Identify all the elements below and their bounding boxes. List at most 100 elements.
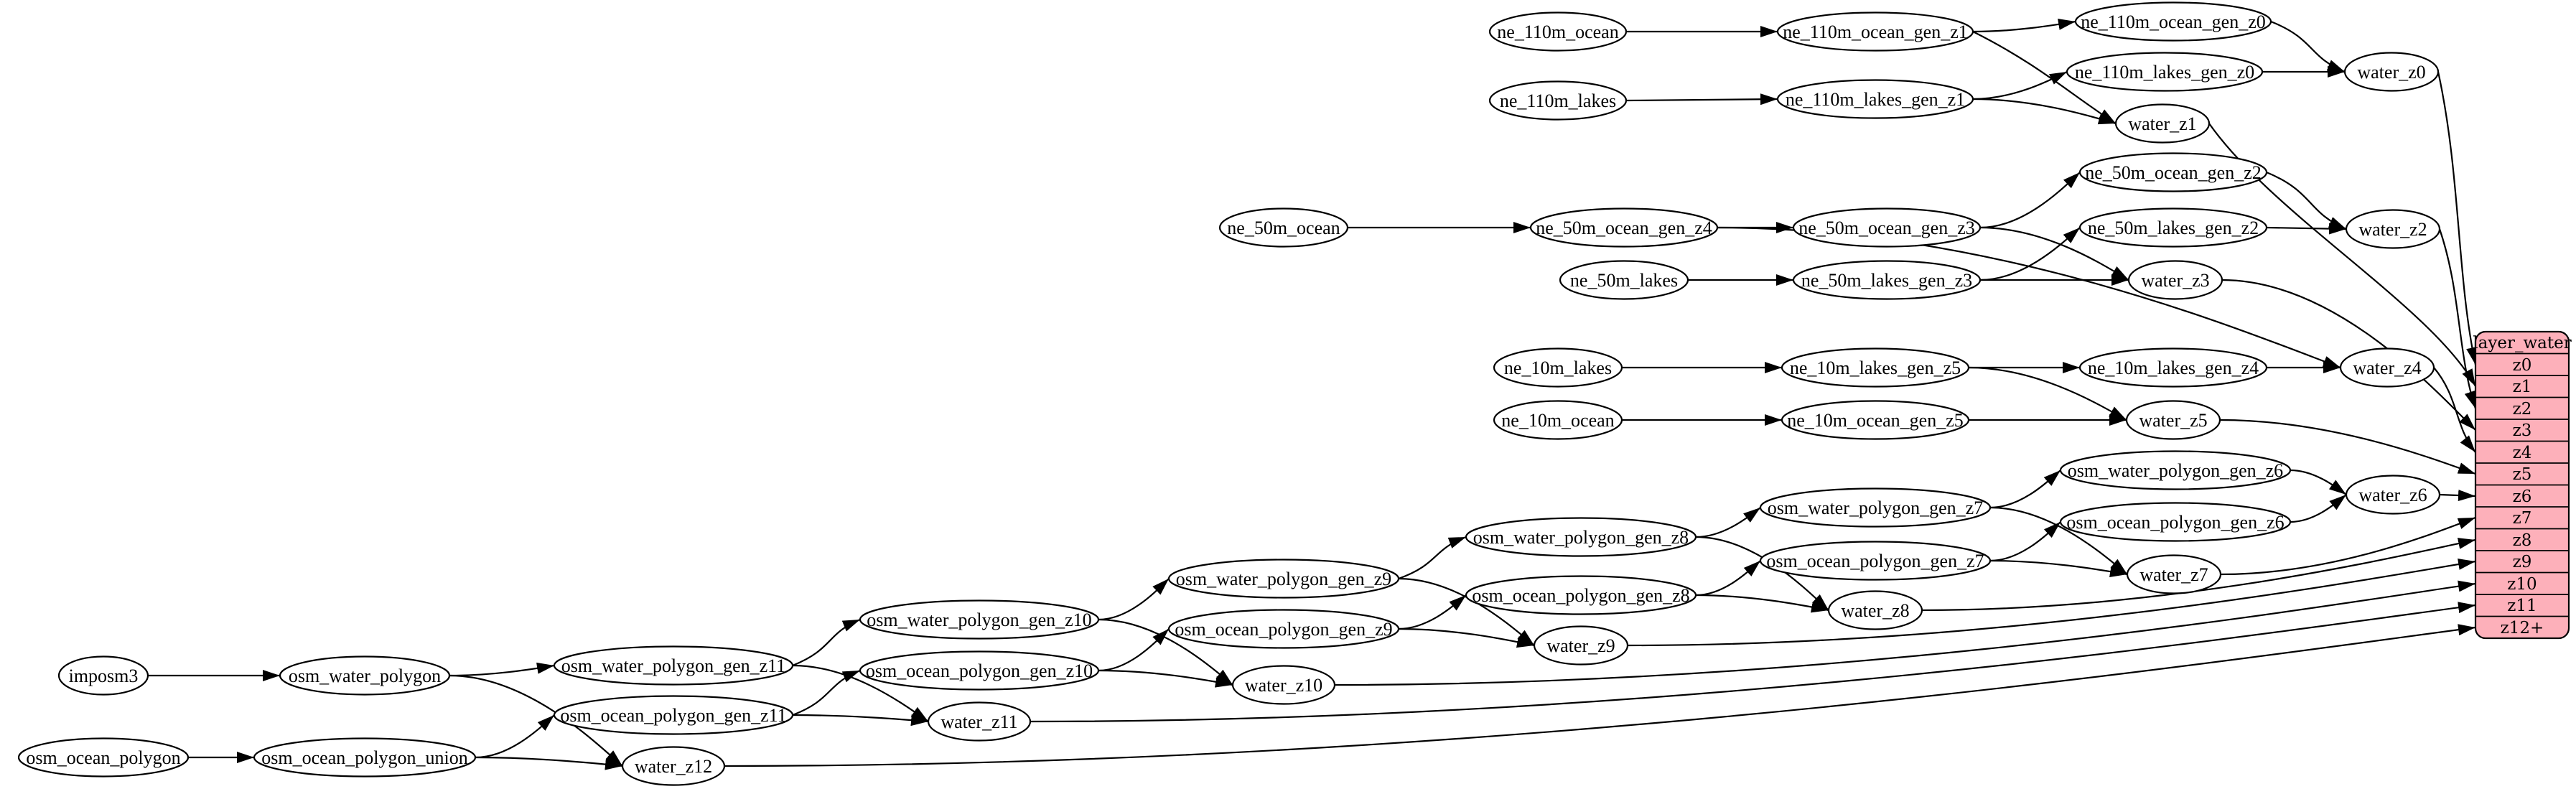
- node-ne_110m_ocean_gen_z0: ne_110m_ocean_gen_z0: [2074, 1, 2272, 42]
- edge-osm_ocean_polygon_gen_z7-to-osm_ocean_polygon_gen_z6: [1989, 521, 2061, 562]
- table-row-label: z1: [2513, 378, 2532, 396]
- node-label: water_z0: [2357, 62, 2425, 83]
- edge-ne_50m_lakes_gen_z2-to-water_z2: [2266, 223, 2347, 235]
- table-row-label: z4: [2513, 444, 2532, 462]
- edge-ne_50m_ocean_gen_z3-to-water_z3: [1979, 226, 2129, 281]
- node-label: ne_110m_ocean_gen_z1: [1783, 22, 1968, 42]
- node-ne_50m_ocean_gen_z3: ne_50m_ocean_gen_z3: [1792, 207, 1982, 248]
- node-label: water_z9: [1546, 635, 1615, 656]
- node-ne_50m_ocean: ne_50m_ocean: [1218, 207, 1349, 248]
- edge-osm_water_polygon_gen_z10-to-osm_water_polygon_gen_z9: [1098, 578, 1170, 621]
- node-label: osm_water_polygon_gen_z11: [561, 655, 785, 676]
- table-row-z12plus: z12+: [2501, 619, 2544, 638]
- node-water_z5: water_z5: [2125, 400, 2221, 440]
- edge-ne_110m_ocean_gen_z0-to-water_z0: [2270, 20, 2346, 73]
- table-row-z6: z6: [2513, 487, 2532, 506]
- edge-osm_ocean_polygon_gen_z6-to-water_z6: [2290, 494, 2347, 523]
- node-label: water_z11: [941, 711, 1017, 732]
- edge-ne_50m_lakes_gen_z3-to-ne_50m_lakes_gen_z2: [1979, 227, 2081, 281]
- edge-ne_50m_ocean_gen_z4-to-water_z4: [1717, 226, 2341, 369]
- node-water_z6: water_z6: [2345, 475, 2441, 515]
- node-label: water_z4: [2353, 358, 2421, 378]
- node-osm_water_polygon_gen_z9: osm_water_polygon_gen_z9: [1167, 559, 1400, 599]
- node-label: osm_water_polygon_gen_z8: [1473, 527, 1689, 548]
- node-water_z12: water_z12: [621, 746, 726, 786]
- edge-osm_ocean_polygon_gen_z9-to-osm_ocean_polygon_gen_z8: [1398, 594, 1467, 630]
- node-label: ne_110m_lakes: [1500, 90, 1616, 111]
- node-label: osm_ocean_polygon_gen_z7: [1766, 551, 1984, 571]
- edge-water_z11-to-row-z11: [1030, 602, 2476, 723]
- node-label: imposm3: [69, 666, 139, 686]
- edge-water_z12-to-row-z12+: [724, 624, 2476, 767]
- table-row-z1: z1: [2513, 378, 2532, 396]
- node-label: ne_10m_lakes_gen_z4: [2088, 358, 2259, 378]
- edge-osm_ocean_polygon_union-to-osm_ocean_polygon_gen_z11: [475, 714, 555, 759]
- node-water_z2: water_z2: [2345, 209, 2441, 249]
- node-label: water_z5: [2139, 410, 2207, 431]
- node-ne_10m_lakes: ne_10m_lakes: [1493, 347, 1623, 388]
- node-osm_water_polygon_gen_z10: osm_water_polygon_gen_z10: [859, 599, 1100, 640]
- node-label: ne_50m_ocean: [1227, 218, 1340, 238]
- node-label: ne_50m_lakes: [1570, 270, 1678, 291]
- table-row-label: z11: [2507, 597, 2537, 615]
- node-label: ne_50m_lakes_gen_z3: [1801, 270, 1972, 291]
- node-water_z1: water_z1: [2114, 103, 2211, 144]
- node-ne_110m_ocean_gen_z1: ne_110m_ocean_gen_z1: [1776, 11, 1974, 52]
- table-row-label: z12+: [2501, 619, 2544, 638]
- node-label: ne_50m_lakes_gen_z2: [2088, 218, 2259, 238]
- edge-water_z10-to-row-z10: [1334, 580, 2476, 686]
- node-ne_10m_ocean_gen_z5: ne_10m_ocean_gen_z5: [1781, 400, 1970, 440]
- edge-osm_ocean_polygon_gen_z10-to-water_z10: [1098, 669, 1233, 688]
- table-row-label: z9: [2513, 553, 2532, 571]
- table-row-z7: z7: [2513, 509, 2532, 528]
- table-row-z2: z2: [2513, 400, 2532, 419]
- node-label: ne_10m_lakes: [1504, 358, 1612, 378]
- edge-ne_110m_lakes_gen_z1-to-water_z1: [1972, 98, 2117, 125]
- node-label: water_z7: [2139, 564, 2208, 585]
- node-osm_water_polygon_gen_z6: osm_water_polygon_gen_z6: [2059, 450, 2292, 490]
- node-label: water_z6: [2358, 485, 2427, 505]
- node-label: osm_water_polygon_gen_z7: [1768, 498, 1983, 518]
- node-osm_ocean_polygon_gen_z7: osm_ocean_polygon_gen_z7: [1759, 541, 1992, 581]
- table-row-z8: z8: [2513, 531, 2532, 550]
- edge-water_z5-to-row-z5: [2219, 419, 2476, 475]
- node-osm_ocean_polygon_gen_z11: osm_ocean_polygon_gen_z11: [553, 695, 794, 735]
- edge-osm_ocean_polygon_gen_z10-to-osm_ocean_polygon_gen_z9: [1098, 628, 1170, 672]
- table-row-z5: z5: [2513, 465, 2532, 484]
- edges-layer: [148, 18, 2478, 770]
- node-label: osm_water_polygon_gen_z10: [867, 610, 1091, 630]
- node-label: osm_ocean_polygon: [26, 747, 180, 768]
- node-ne_110m_lakes_gen_z1: ne_110m_lakes_gen_z1: [1776, 79, 1974, 119]
- table-row-z9: z9: [2513, 553, 2532, 571]
- edge-water_z4-to-row-z4: [2433, 367, 2476, 453]
- table-row-z3: z3: [2513, 421, 2532, 440]
- node-label: water_z10: [1245, 675, 1322, 696]
- node-label: water_z3: [2141, 270, 2209, 291]
- table-row-z11: z11: [2507, 597, 2537, 615]
- node-water_z7: water_z7: [2126, 554, 2222, 594]
- node-ne_50m_lakes: ne_50m_lakes: [1559, 260, 1689, 300]
- node-osm_water_polygon_gen_z8: osm_water_polygon_gen_z8: [1465, 517, 1697, 557]
- edge-ne_110m_lakes-to-ne_110m_lakes_gen_z1: [1625, 93, 1778, 106]
- node-water_z8: water_z8: [1827, 590, 1923, 630]
- node-label: ne_50m_ocean_gen_z4: [1536, 218, 1712, 238]
- edge-osm_water_polygon-to-osm_water_polygon_gen_z11: [449, 662, 555, 677]
- edge-osm_water_polygon_gen_z9-to-osm_water_polygon_gen_z8: [1398, 536, 1467, 580]
- edge-water_z8-to-row-z8: [1921, 538, 2476, 612]
- edge-osm_ocean_polygon_gen_z8-to-osm_ocean_polygon_gen_z7: [1695, 560, 1761, 597]
- node-label: water_z2: [2358, 219, 2427, 240]
- edge-ne_10m_lakes_gen_z5-to-water_z5: [1968, 366, 2127, 421]
- node-label: osm_ocean_polygon_gen_z6: [2066, 512, 2284, 533]
- node-label: ne_110m_ocean: [1497, 22, 1618, 42]
- node-label: water_z1: [2128, 113, 2196, 134]
- edge-osm_water_polygon_gen_z11-to-osm_water_polygon_gen_z10: [792, 618, 861, 667]
- node-ne_110m_lakes: ne_110m_lakes: [1488, 80, 1628, 121]
- node-osm_ocean_polygon_gen_z6: osm_ocean_polygon_gen_z6: [2059, 502, 2292, 542]
- node-ne_50m_lakes_gen_z3: ne_50m_lakes_gen_z3: [1792, 260, 1982, 300]
- table-row-label: z3: [2513, 421, 2532, 440]
- edge-osm_ocean_polygon_gen_z8-to-water_z8: [1695, 594, 1829, 613]
- table-row-label: z8: [2513, 531, 2532, 550]
- node-ne_50m_ocean_gen_z2: ne_50m_ocean_gen_z2: [2078, 152, 2268, 192]
- edge-water_z0-to-row-z0: [2437, 71, 2478, 365]
